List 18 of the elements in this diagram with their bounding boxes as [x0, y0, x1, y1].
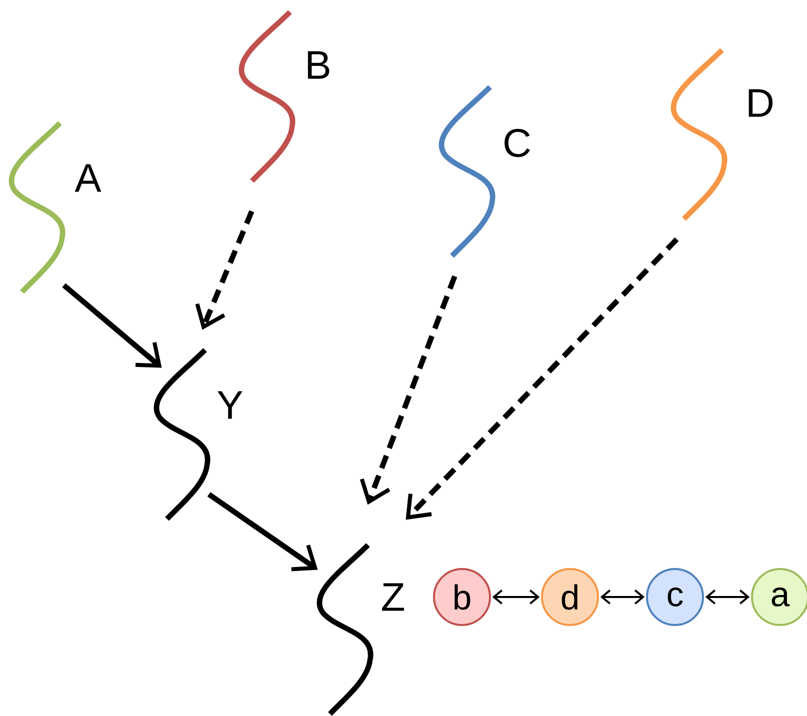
- arrow: [406, 237, 679, 520]
- strand-drawing: A: [8, 121, 102, 294]
- circle-node: b: [433, 568, 491, 626]
- strand-drawing: Y: [154, 348, 242, 521]
- arrow: [360, 275, 458, 505]
- circle-node: c: [646, 568, 704, 626]
- arrow: [207, 492, 318, 572]
- strand-drawing: B: [238, 10, 330, 183]
- arrow: [195, 210, 254, 330]
- arrow: [62, 283, 162, 368]
- arrow: [600, 590, 645, 604]
- strand-drawing: D: [670, 48, 773, 221]
- circle-node: a: [751, 568, 807, 626]
- strand-drawing: Z: [316, 543, 404, 716]
- arrow: [492, 590, 540, 604]
- arrow: [705, 590, 750, 604]
- strand-drawing: C: [438, 85, 530, 258]
- circle-node: d: [541, 568, 599, 626]
